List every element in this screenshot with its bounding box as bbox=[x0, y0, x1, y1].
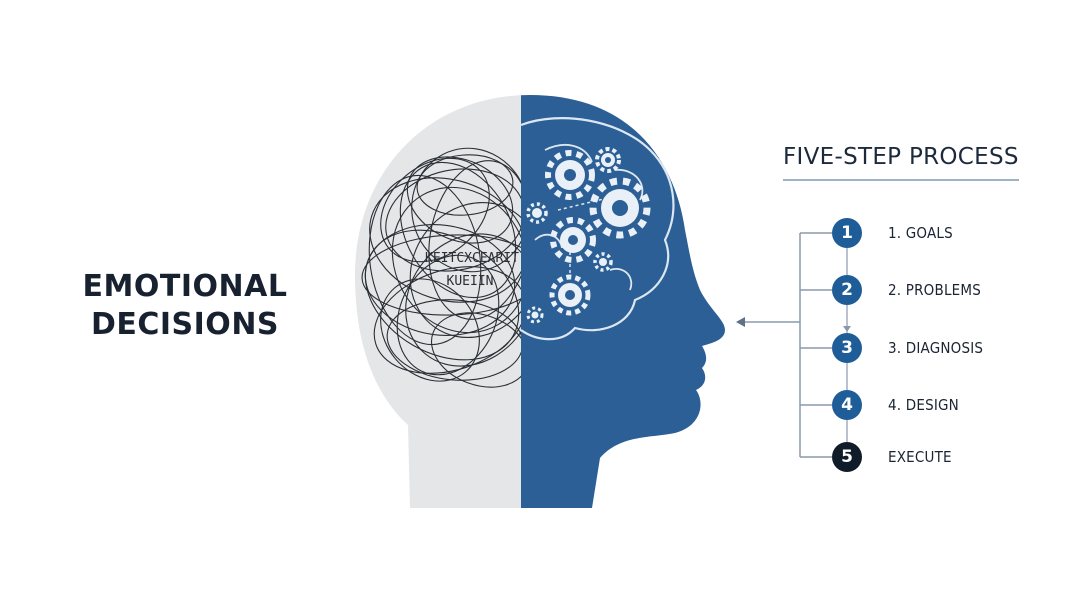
scribble-icon bbox=[361, 147, 521, 388]
step-label: 3. DIAGNOSIS bbox=[888, 339, 984, 357]
arrow-left-icon bbox=[736, 317, 800, 327]
step-number-badge: 2 bbox=[832, 275, 862, 305]
process-step-4: 4 4. DESIGN bbox=[832, 390, 959, 420]
brain-outline bbox=[521, 117, 675, 341]
gear-icon bbox=[545, 150, 595, 200]
head-illustration: KEITCXCEARIT KUEIIN bbox=[355, 95, 725, 508]
step-number-badge: 5 bbox=[832, 442, 862, 472]
gear-icon bbox=[526, 306, 544, 324]
scribble-text-2: KUEIIN bbox=[447, 274, 494, 289]
process-flow-lines bbox=[736, 232, 851, 458]
gear-icon bbox=[526, 202, 548, 224]
step-label: EXECUTE bbox=[888, 448, 952, 466]
head-left-half bbox=[355, 95, 521, 508]
gear-icon bbox=[549, 274, 591, 316]
title-line-1: EMOTIONAL bbox=[82, 269, 288, 304]
process-title-underline bbox=[783, 179, 1019, 181]
gear-icon bbox=[595, 147, 621, 173]
gear-icon bbox=[589, 177, 651, 239]
scribble-text-1: KEITCXCEARIT bbox=[425, 251, 519, 266]
brain-folds bbox=[534, 144, 644, 291]
step-number-badge: 1 bbox=[832, 218, 862, 248]
step-number-badge: 3 bbox=[832, 333, 862, 363]
process-step-5: 5 EXECUTE bbox=[832, 442, 952, 472]
process-step-2: 2 2. PROBLEMS bbox=[832, 275, 981, 305]
process-step-3: 3 3. DIAGNOSIS bbox=[832, 333, 983, 363]
step-label: 1. GOALS bbox=[888, 224, 953, 242]
title-line-2: DECISIONS bbox=[90, 307, 280, 342]
step-label: 2. PROBLEMS bbox=[888, 281, 981, 299]
process-step-1: 1 1. GOALS bbox=[832, 218, 953, 248]
gear-icon bbox=[550, 217, 596, 263]
step-number-badge: 4 bbox=[832, 390, 862, 420]
emotional-decisions-title: EMOTIONAL DECISIONS bbox=[60, 268, 310, 344]
step-label: 4. DESIGN bbox=[888, 396, 959, 414]
gear-icon bbox=[593, 252, 613, 272]
process-title: FIVE-STEP PROCESS bbox=[783, 144, 1019, 170]
